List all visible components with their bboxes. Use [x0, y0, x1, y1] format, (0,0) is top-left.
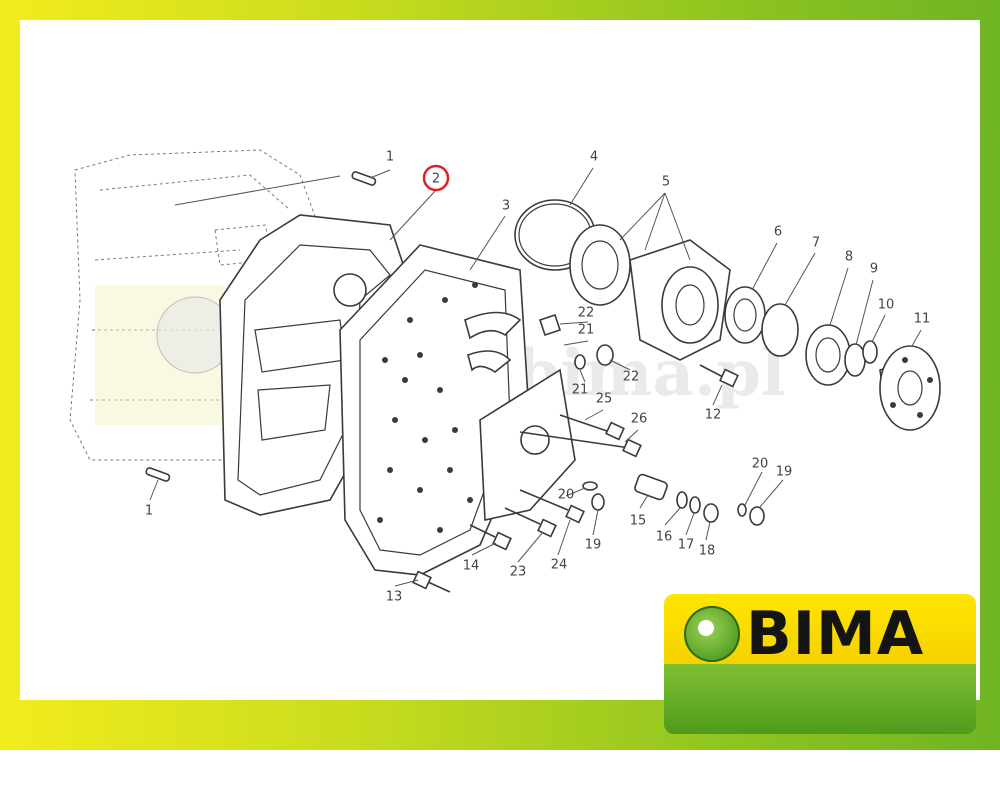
bearing-part-6: [724, 286, 766, 344]
callout-11: 11: [914, 312, 931, 327]
callout-1b: 1: [145, 504, 153, 519]
callout-24: 24: [551, 558, 568, 573]
plug-part-19: [591, 493, 765, 526]
callout-20a: 20: [752, 457, 769, 472]
washer-part-10: [862, 340, 878, 364]
plug-part-22: [538, 313, 614, 366]
logo-brand-name: BIMA: [746, 599, 925, 669]
callout-2: 2: [432, 172, 440, 187]
callout-17: 17: [678, 538, 695, 553]
callout-2-highlight-ring: [422, 164, 450, 192]
callout-10: 10: [878, 298, 895, 313]
plug-part-18: [703, 503, 719, 523]
callout-7: 7: [812, 236, 820, 251]
callout-19b: 19: [585, 538, 602, 553]
logo-bottom-panel: SERWIS I CZĘŚCI: [664, 664, 976, 785]
callout-20b: 20: [558, 488, 575, 503]
ring-part-21: [574, 354, 586, 370]
ring-part-17: [689, 496, 701, 514]
callout-14: 14: [463, 559, 480, 574]
callout-13: 13: [386, 590, 403, 605]
callout-21b: 21: [572, 383, 589, 398]
bolt-part-12: [699, 364, 739, 388]
callout-1a: 1: [386, 150, 394, 165]
sleeve-part-15: [634, 473, 668, 501]
leader-lines: [149, 167, 922, 587]
callout-15: 15: [630, 514, 647, 529]
callout-23: 23: [510, 565, 527, 580]
callout-16: 16: [656, 530, 673, 545]
pump-assembly-part-5: [569, 224, 731, 361]
callout-8: 8: [845, 250, 853, 265]
transmission-housing-outline: [69, 149, 321, 461]
logo-top-panel: BIMA: [664, 594, 976, 670]
callout-labels: 1 1 2 3 4 5 6 7 8 9 10 11 12 13 14 15 16…: [145, 150, 930, 605]
seal-part-8: [805, 324, 851, 386]
flange-part-11: [879, 345, 941, 431]
bima-logo: BIMA SERWIS I CZĘŚCI: [664, 594, 976, 785]
ring-part-16: [676, 491, 688, 509]
bolt-part-26: [519, 431, 642, 458]
callout-3: 3: [502, 199, 510, 214]
valve-plate-part-3: [339, 244, 576, 576]
bolt-part-23: [504, 507, 557, 538]
dowel-pin-part-1: [145, 171, 377, 482]
bolt-part-24: [519, 489, 585, 524]
callout-9: 9: [870, 262, 878, 277]
snap-ring-part-7: [761, 303, 799, 357]
bolt-part-14: [469, 524, 512, 551]
callout-22a: 22: [578, 306, 595, 321]
logo-ball-icon: [684, 606, 740, 662]
logo-ball-highlight: [698, 620, 714, 636]
washer-part-20: [582, 481, 747, 517]
callout-19a: 19: [776, 465, 793, 480]
ring-part-9: [844, 343, 866, 377]
callout-6: 6: [774, 225, 782, 240]
callout-21a: 21: [578, 323, 595, 338]
bolt-part-13: [412, 570, 451, 593]
callout-25: 25: [596, 392, 613, 407]
callout-18: 18: [699, 544, 716, 559]
callout-5: 5: [662, 175, 670, 190]
callout-4: 4: [590, 150, 598, 165]
callout-22b: 22: [623, 370, 640, 385]
callout-12: 12: [705, 408, 722, 423]
bolt-part-25: [559, 414, 625, 441]
exploded-parts-diagram: www.bima.pl: [69, 149, 941, 605]
callout-26: 26: [631, 412, 648, 427]
logo-tagline: SERWIS I CZĘŚCI: [689, 754, 951, 785]
